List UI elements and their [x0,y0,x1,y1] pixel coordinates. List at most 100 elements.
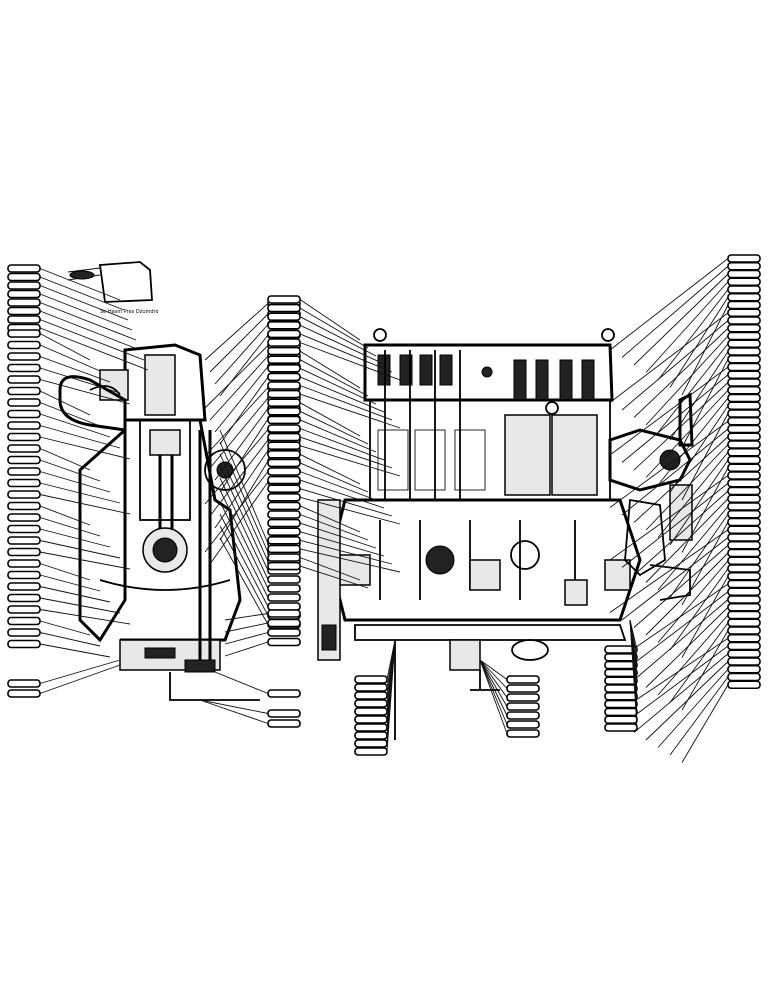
left-side-callout [7,398,41,407]
left-side-callout-leader [39,659,121,684]
left-side-callout-leader [39,390,91,416]
left-right-callout-leader [214,450,269,529]
right-side-callout [727,339,761,349]
right-side-callout [727,556,761,566]
left-right-callout [267,602,301,611]
right-side-callout-leader [669,622,729,703]
right-left-callout-leader [299,333,393,373]
left-bottom-callout [267,618,301,628]
right-side-callout [727,261,761,271]
left-top-callout [7,306,41,316]
left-top-callout [7,315,41,324]
right-side-callout [727,432,761,442]
right-left-callout [267,295,301,304]
right-side-callout-leader [633,382,729,471]
right-bottom-callout [354,739,388,748]
right-left-callout [267,338,301,347]
right-left-callout [267,346,301,356]
left-side-callout-leader [39,574,101,592]
right-callouts [267,254,761,763]
right-side-callout [727,509,761,519]
left-side-callout [7,679,41,688]
right-bottom-callout [506,684,540,693]
right-side-callout-leader [633,490,729,576]
right-side-callout-leader [669,568,729,651]
right-left-callout-leader [299,445,401,477]
right-left-callout-leader [299,453,361,485]
right-left-callout-leader [299,376,385,413]
right-left-callout [267,432,301,442]
right-bottom-callout [354,707,388,716]
right-side-callout-leader [669,676,729,756]
right-side-callout [727,409,761,418]
right-side-callout [727,455,761,465]
left-side-callout [7,524,41,534]
right-left-callout [267,363,301,373]
left-bottom-callout-leader [199,699,269,714]
right-left-callout-leader [299,342,401,381]
right-side-callout [727,277,761,287]
right-left-callout [267,312,301,322]
left-side-callout-leader [39,333,91,361]
right-left-callout [267,372,301,382]
left-side-callout [7,605,41,614]
right-bottom-callout [506,675,540,684]
right-side-callout [727,471,761,480]
right-bottom-callout [604,723,638,732]
right-left-callout-leader [299,428,385,461]
right-side-callout-leader [681,684,729,763]
left-right-callout-leader [219,334,269,397]
right-side-callout-leader [657,451,729,538]
left-right-callout-leader [204,303,269,361]
right-side-callout [727,393,761,403]
right-side-callout [727,486,761,496]
right-bottom-callout-leader [479,659,508,716]
left-right-callout-leader [204,345,269,409]
right-side-callout [727,680,761,690]
left-side-callout-leader [39,528,111,548]
left-side-callout [7,432,41,442]
left-side-callout [7,570,41,580]
right-bottom-callout-leader [479,659,508,734]
right-left-callout [267,535,301,545]
right-side-callout-leader [681,413,729,501]
left-bottom-callout-leader [199,699,269,724]
left-right-callout [267,584,301,593]
right-left-callout-leader [299,548,401,573]
right-left-callout-leader [299,488,393,517]
left-bottom-callout-leader [209,669,269,694]
left-side-callout-leader [39,425,121,449]
right-left-callout [267,518,301,528]
left-side-callout-leader [39,551,131,570]
right-side-callout-leader [633,653,729,733]
left-right-callout-leader [214,366,269,433]
right-left-callout [267,475,301,485]
right-left-callout [267,329,301,339]
right-side-callout-leader [633,273,729,366]
right-left-callout [267,320,301,330]
right-bottom-callout-leader [479,659,508,725]
right-left-callout [267,355,301,365]
left-side-callout-leader [39,367,121,394]
right-side-callout-leader [657,397,729,486]
right-side-callout-leader [609,312,729,403]
left-side-callout [7,386,41,396]
right-side-callout-leader [645,335,729,426]
right-side-callout [727,626,761,635]
left-side-callout-leader [39,632,101,647]
left-right-callout [267,593,301,602]
right-side-callout [727,587,761,597]
right-side-callout [727,641,761,651]
right-left-callout [267,561,301,571]
right-bottom-callout [354,699,388,708]
right-side-callout-leader [657,560,729,643]
left-bottom-callout-leader [224,622,269,633]
right-left-callout [267,381,301,390]
right-left-callout-leader [299,557,361,581]
right-side-callout [727,424,761,434]
left-side-callout [7,352,41,361]
right-bottom-callout [354,723,388,732]
right-side-callout [727,633,761,643]
right-bottom-callout [506,711,540,720]
right-bottom-callout [604,676,638,686]
